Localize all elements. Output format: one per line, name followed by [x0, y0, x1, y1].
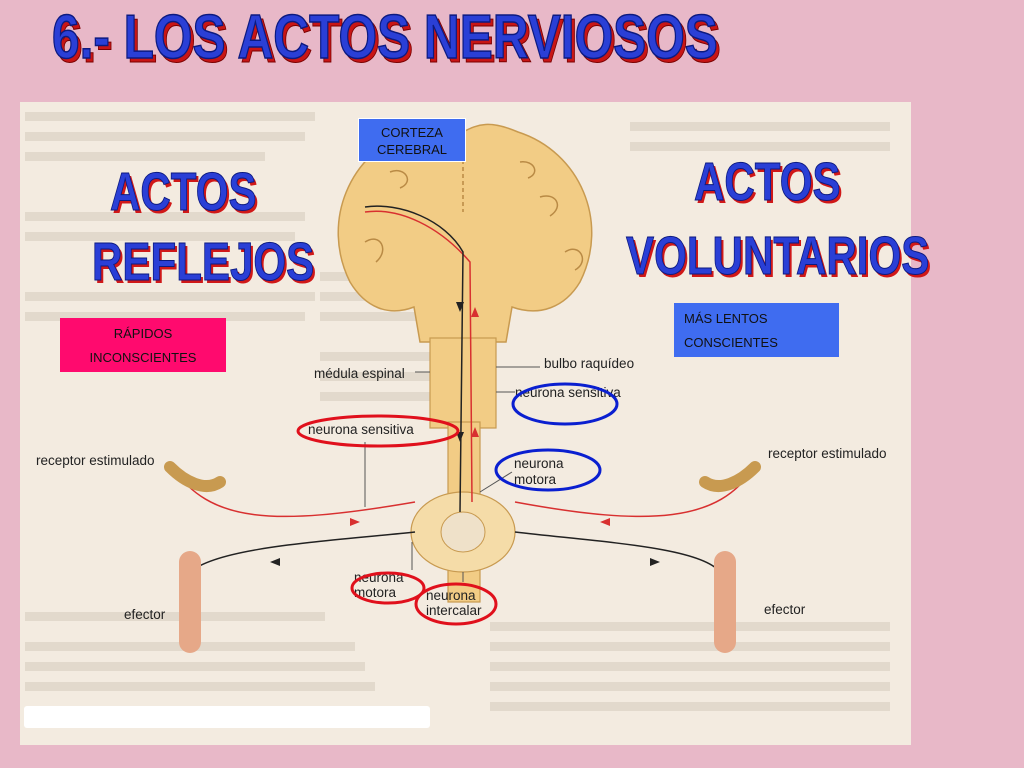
highlight-neurona-motora-right	[494, 448, 602, 492]
heading-actos-reflejos: ACTOS ACTOS REFLEJOS REFLEJOS	[92, 162, 317, 296]
highlight-neurona-intercalar	[414, 582, 498, 626]
rapidos-label: RÁPIDOS	[113, 326, 173, 341]
title-text: 6.- LOS ACTOS NERVIOSOS	[52, 2, 718, 72]
mas-lentos-label: MÁS LENTOS	[684, 311, 768, 326]
inconscientes-label: INCONSCIENTES	[89, 350, 197, 365]
svg-text:ACTOS: ACTOS	[110, 162, 257, 222]
label-neurona-intercalar-1: neurona	[426, 588, 476, 603]
faded-text-lines	[25, 112, 890, 711]
label-efector-right: efector	[764, 602, 806, 617]
svg-text:REFLEJOS: REFLEJOS	[94, 235, 316, 295]
bottom-white-strip	[24, 706, 430, 728]
brain-illustration	[337, 123, 593, 603]
label-neurona-motora-right-1: neurona	[514, 456, 564, 471]
rapidos-box: RÁPIDOS INCONSCIENTES	[60, 318, 226, 372]
nerve-pathways	[164, 205, 761, 653]
svg-text:ACTOS: ACTOS	[694, 152, 841, 212]
label-neurona-sensitiva-left: neurona sensitiva	[308, 422, 414, 437]
svg-text:6.- LOS ACTOS NERVIOSOS: 6.- LOS ACTOS NERVIOSOS	[55, 6, 721, 76]
diagram-panel: médula espinal bulbo raquídeo neurona se…	[20, 102, 932, 745]
label-neurona-motora-right-2: motora	[514, 472, 557, 487]
svg-text:REFLEJOS: REFLEJOS	[92, 232, 314, 292]
heading-actos-voluntarios: ACTOS ACTOS VOLUNTARIOS VOLUNTARIOS	[626, 152, 932, 290]
svg-text:ACTOS: ACTOS	[112, 165, 259, 225]
highlight-neurona-sensitiva-right	[511, 382, 619, 426]
label-receptor-left: receptor estimulado	[36, 453, 155, 468]
svg-text:ACTOS: ACTOS	[696, 155, 843, 215]
svg-text:VOLUNTARIOS: VOLUNTARIOS	[628, 229, 931, 289]
corteza-line1: CORTEZA	[381, 125, 443, 140]
page-title: 6.- LOS ACTOS NERVIOSOS 6.- LOS ACTOS NE…	[51, 1, 721, 76]
highlight-neurona-motora-bottom	[350, 571, 426, 605]
label-receptor-right: receptor estimulado	[768, 446, 887, 461]
label-neurona-motora-bottom-2: motora	[354, 585, 397, 600]
conscientes-label: CONSCIENTES	[684, 335, 778, 350]
label-medula-espinal: médula espinal	[314, 366, 405, 381]
mas-lentos-box: MÁS LENTOS CONSCIENTES	[674, 303, 839, 357]
corteza-cerebral-box: CORTEZA CEREBRAL	[358, 118, 466, 162]
label-bulbo-raquideo: bulbo raquídeo	[544, 356, 634, 371]
leader-lines	[364, 366, 540, 582]
svg-text:VOLUNTARIOS: VOLUNTARIOS	[626, 226, 929, 286]
highlight-neurona-sensitiva-left	[296, 414, 460, 448]
label-neurona-intercalar-2: intercalar	[426, 603, 482, 618]
label-efector-left: efector	[124, 607, 166, 622]
corteza-line2: CEREBRAL	[376, 142, 448, 157]
